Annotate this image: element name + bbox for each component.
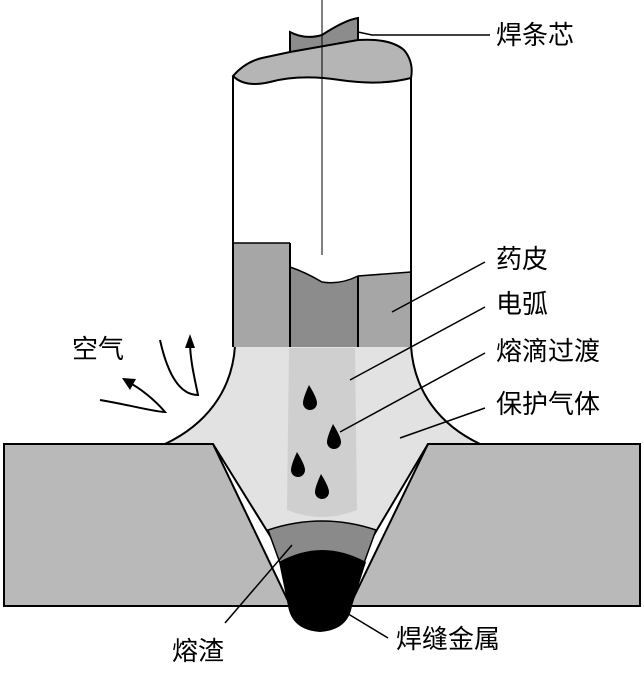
label-droplet-transfer: 熔滴过渡 — [496, 337, 600, 367]
leader-slag — [224, 544, 293, 624]
weld-metal-pool — [279, 550, 366, 632]
leader-arc — [349, 306, 486, 381]
droplet — [327, 424, 341, 449]
label-electrode-core: 焊条芯 — [496, 21, 574, 51]
electrode-coating — [233, 243, 290, 347]
label-arc: 电弧 — [496, 290, 548, 320]
air-arrow-icon — [159, 339, 200, 397]
droplet — [303, 385, 317, 410]
arc-column — [287, 348, 357, 517]
leader-weld-metal — [344, 611, 389, 639]
droplet — [315, 474, 329, 499]
label-coating: 药皮 — [496, 245, 548, 275]
leader-electrode-core — [357, 31, 490, 36]
label-slag: 熔渣 — [172, 637, 224, 667]
leader-coating — [391, 261, 486, 313]
label-shielding-gas: 保护气体 — [496, 390, 600, 420]
leader-droplet — [339, 352, 486, 433]
leader-shielding-gas — [399, 407, 486, 439]
electrode-core — [290, 267, 358, 347]
droplet — [291, 452, 305, 477]
electrode-coating — [358, 272, 411, 347]
label-weld-metal: 焊缝金属 — [396, 625, 500, 655]
label-air: 空气 — [72, 335, 124, 365]
air-arrow-icon — [99, 381, 168, 414]
